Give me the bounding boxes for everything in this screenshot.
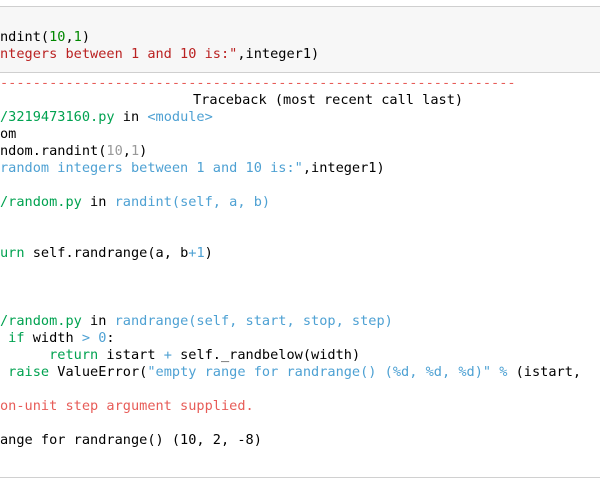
input-line-1: ndint(10,1) — [0, 29, 91, 45]
traceback-code-randint: ndom.randint(10,1) — [0, 143, 148, 159]
traceback-file-2: /random.py in randint(self, a, b) — [0, 194, 271, 210]
traceback-file-3: /random.py in randrange(self, start, sto… — [0, 313, 393, 329]
output-area: ----------------------------------------… — [0, 73, 600, 478]
output-bottom-divider — [0, 477, 600, 478]
input-line-2: ntegers between 1 and 10 is:",integer1) — [0, 46, 320, 62]
traceback-code-raise: raise ValueError("empty range for randra… — [0, 364, 582, 380]
traceback-code-return-istart: return istart + self._randbelow(width) — [49, 347, 361, 363]
traceback-code-om: om — [0, 126, 17, 142]
traceback-file-1: /3219473160.py in <module> — [0, 109, 213, 125]
traceback-dashes: ----------------------------------------… — [0, 75, 516, 91]
traceback-code-print: random integers between 1 and 10 is:",in… — [0, 160, 385, 176]
traceback-code-return-randrange: urn self.randrange(a, b+1) — [0, 245, 213, 261]
traceback-header: Traceback (most recent call last) — [193, 92, 464, 108]
code-input-cell[interactable]: ndint(10,1) ntegers between 1 and 10 is:… — [0, 6, 600, 73]
error-message: ange for randrange() (10, 2, -8) — [0, 432, 262, 448]
traceback-code-nonunit: on-unit step argument supplied. — [0, 398, 254, 414]
traceback-code-if: if width > 0: — [0, 330, 115, 346]
